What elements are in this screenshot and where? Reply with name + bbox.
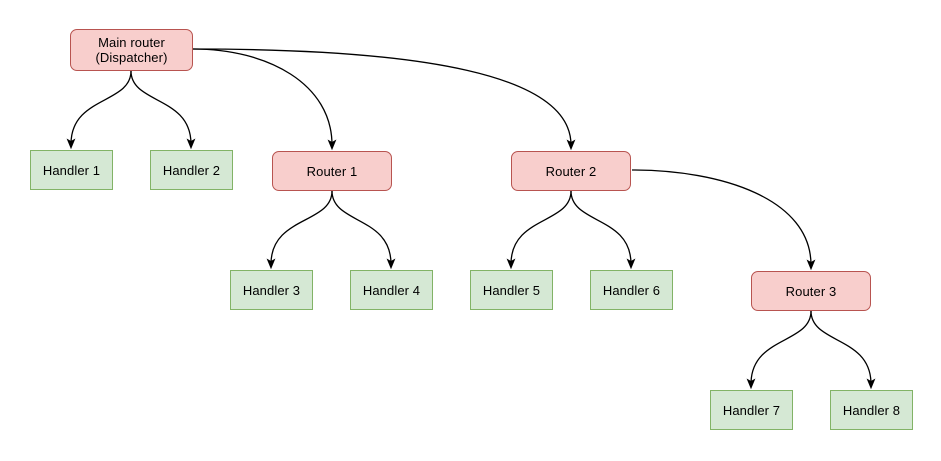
edge-main-to-router-1 (192, 48, 337, 151)
node-handler-5[interactable]: Handler 5 (470, 270, 553, 310)
node-label: Handler 3 (242, 282, 301, 298)
edge-router-3-to-handler-7 (746, 310, 812, 390)
node-handler-2[interactable]: Handler 2 (150, 150, 233, 190)
edge-router-1-to-handler-4 (331, 190, 396, 270)
node-handler-1[interactable]: Handler 1 (30, 150, 113, 190)
node-router-3[interactable]: Router 3 (751, 271, 871, 311)
node-label: Handler 1 (42, 162, 101, 178)
node-handler-3[interactable]: Handler 3 (230, 270, 313, 310)
node-label: Handler 7 (722, 402, 781, 418)
edge-main-to-router-2 (192, 48, 576, 151)
node-label: Handler 4 (362, 282, 421, 298)
node-main-router[interactable]: Main router (Dispatcher) (70, 29, 193, 71)
node-handler-8[interactable]: Handler 8 (830, 390, 913, 430)
node-handler-7[interactable]: Handler 7 (710, 390, 793, 430)
node-handler-6[interactable]: Handler 6 (590, 270, 673, 310)
node-label: Handler 2 (162, 162, 221, 178)
edge-router-1-to-handler-3 (266, 190, 333, 270)
node-label: Router 3 (785, 283, 837, 299)
node-label: Handler 6 (602, 282, 661, 298)
edge-main-to-handler-1 (66, 70, 132, 150)
node-router-1[interactable]: Router 1 (272, 151, 392, 191)
node-label: Router 1 (306, 163, 358, 179)
node-label: Handler 5 (482, 282, 541, 298)
node-label: Router 2 (545, 163, 597, 179)
edge-router-3-to-handler-8 (810, 310, 876, 390)
node-handler-4[interactable]: Handler 4 (350, 270, 433, 310)
edges-group (66, 48, 876, 390)
edge-main-to-handler-2 (130, 70, 196, 150)
node-router-2[interactable]: Router 2 (511, 151, 631, 191)
edge-router-2-to-handler-6 (570, 190, 636, 270)
edge-router-2-to-handler-5 (506, 190, 572, 270)
node-label: Handler 8 (842, 402, 901, 418)
node-label: Main router (Dispatcher) (95, 35, 168, 65)
edge-router-2-to-router-3 (631, 169, 816, 271)
